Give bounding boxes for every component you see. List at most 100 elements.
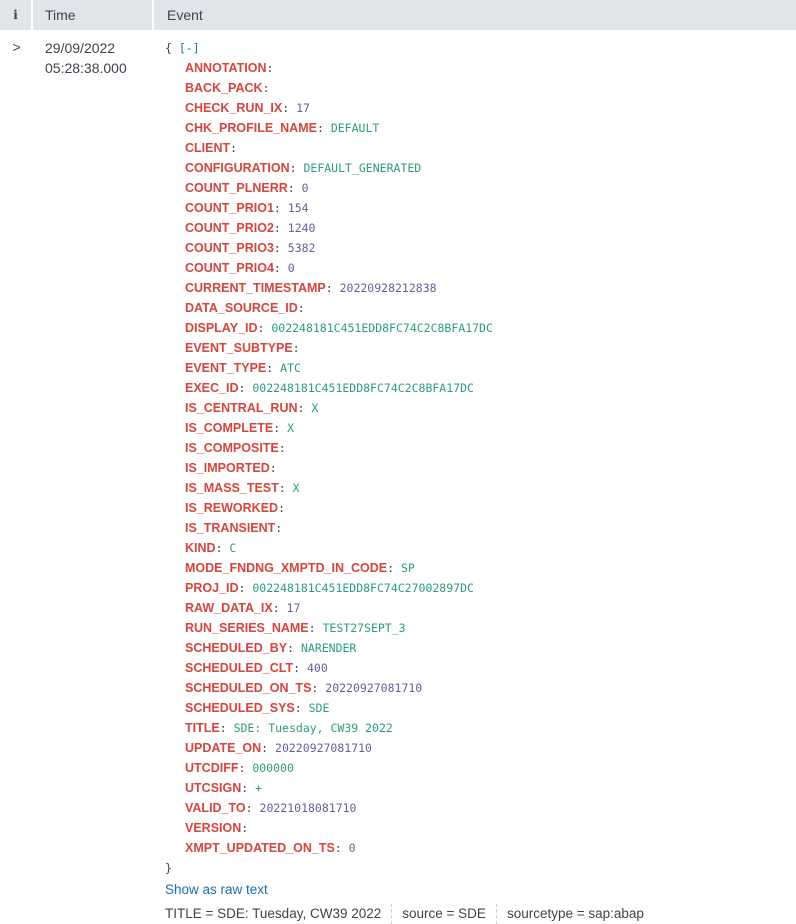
json-field-key[interactable]: SCHEDULED_SYS (185, 701, 295, 715)
json-colon: : (238, 581, 253, 595)
json-field-value[interactable]: SDE: Tuesday, CW39 2022 (233, 721, 393, 735)
json-field-row: UTCDIFF: 000000 (165, 758, 796, 778)
json-field-row: VERSION: (165, 818, 796, 838)
json-field-value[interactable]: 002248181C451EDD8FC74C2C8BFA17DC (271, 321, 493, 335)
json-field-key[interactable]: SCHEDULED_BY (185, 641, 288, 655)
json-field-key[interactable]: PROJ_ID (185, 581, 239, 595)
json-field-value[interactable]: 17 (286, 601, 301, 615)
expand-row-chevron-icon[interactable]: > (12, 39, 21, 55)
json-field-key[interactable]: CHK_PROFILE_NAME (185, 121, 317, 135)
json-field-value[interactable]: 002248181C451EDD8FC74C2C8BFA17DC (252, 381, 474, 395)
json-field-value[interactable]: 5382 (287, 241, 316, 255)
json-field-key[interactable]: XMPT_UPDATED_ON_TS (185, 841, 335, 855)
json-field-row: IS_REWORKED: (165, 498, 796, 518)
json-field-value[interactable]: 0 (348, 841, 356, 855)
json-field-row: SCHEDULED_SYS: SDE (165, 698, 796, 718)
json-field-value[interactable]: 17 (296, 101, 310, 115)
json-field-key[interactable]: UTCDIFF (185, 761, 239, 775)
json-field-value[interactable]: 400 (306, 661, 328, 675)
json-field-row: SCHEDULED_BY: NARENDER (165, 638, 796, 658)
json-field-key[interactable]: VALID_TO (185, 801, 246, 815)
json-field-value[interactable]: DEFAULT (330, 121, 380, 135)
json-field-key[interactable]: VERSION (185, 821, 242, 835)
show-as-raw-text-link[interactable]: Show as raw text (165, 882, 268, 897)
json-field-key[interactable]: SCHEDULED_CLT (185, 661, 294, 675)
json-field-value[interactable]: 20220928212838 (339, 281, 437, 295)
json-field-key[interactable]: COUNT_PRIO3 (185, 241, 274, 255)
json-field-value[interactable]: X (292, 481, 300, 495)
json-field-key[interactable]: EXEC_ID (185, 381, 239, 395)
json-field-value[interactable]: 0 (301, 181, 309, 195)
info-column-header[interactable]: i (0, 0, 33, 30)
selected-field-source[interactable]: source = SDE (391, 904, 496, 924)
json-field-row: CLIENT: (165, 138, 796, 158)
json-field-key[interactable]: DISPLAY_ID (185, 321, 258, 335)
collapse-json-toggle[interactable]: [-] (178, 41, 200, 55)
json-field-value[interactable]: C (229, 541, 237, 555)
field-name: sourcetype (506, 906, 573, 921)
json-field-key[interactable]: IS_COMPOSITE (185, 441, 279, 455)
event-row: > 29/09/2022 05:28:38.000 { [-] ANNOTATI… (0, 30, 796, 924)
json-field-key[interactable]: BACK_PACK (185, 81, 263, 95)
json-field-value[interactable]: 000000 (252, 761, 294, 775)
json-field-key[interactable]: MODE_FNDNG_XMPTD_IN_CODE (185, 561, 388, 575)
json-field-key[interactable]: COUNT_PRIO4 (185, 261, 274, 275)
json-field-value[interactable]: X (311, 401, 319, 415)
equals-sign: = (572, 906, 589, 921)
json-field-key[interactable]: IS_IMPORTED (185, 461, 270, 475)
json-field-row: TITLE: SDE: Tuesday, CW39 2022 (165, 718, 796, 738)
json-field-value[interactable]: 1240 (287, 221, 316, 235)
selected-field-sourcetype[interactable]: sourcetype = sap:abap (495, 904, 654, 924)
json-field-key[interactable]: IS_CENTRAL_RUN (185, 401, 298, 415)
json-colon: : (287, 641, 301, 655)
json-field-key[interactable]: UTCSIGN (185, 781, 242, 795)
json-field-key[interactable]: TITLE (185, 721, 220, 735)
json-field-key[interactable]: CLIENT (185, 141, 231, 155)
json-field-value[interactable]: 20220927081710 (325, 681, 423, 695)
json-field-key[interactable]: CONFIGURATION (185, 161, 290, 175)
json-field-key[interactable]: EVENT_TYPE (185, 361, 267, 375)
time-column-header[interactable]: Time (33, 0, 154, 30)
json-field-value[interactable]: DEFAULT_GENERATED (303, 161, 422, 175)
json-field-key[interactable]: IS_COMPLETE (185, 421, 274, 435)
json-field-key[interactable]: UPDATE_ON (185, 741, 262, 755)
json-field-key[interactable]: ANNOTATION (185, 61, 267, 75)
json-colon: : (262, 81, 270, 95)
json-field-value[interactable]: SDE (308, 701, 330, 715)
json-field-key[interactable]: DATA_SOURCE_ID (185, 301, 298, 315)
field-value: SDE: Tuesday, CW39 2022 (217, 906, 382, 921)
json-field-row: IS_IMPORTED: (165, 458, 796, 478)
json-field-key[interactable]: COUNT_PRIO1 (185, 201, 274, 215)
json-field-value[interactable]: NARENDER (300, 641, 357, 655)
json-field-key[interactable]: CHECK_RUN_IX (185, 101, 283, 115)
json-field-value[interactable]: 0 (287, 261, 295, 275)
json-field-key[interactable]: CURRENT_TIMESTAMP (185, 281, 326, 295)
json-field-row: RUN_SERIES_NAME: TEST27SEPT_3 (165, 618, 796, 638)
json-field-value[interactable]: X (287, 421, 295, 435)
json-colon: : (316, 121, 331, 135)
json-field-key[interactable]: RAW_DATA_IX (185, 601, 273, 615)
json-field-key[interactable]: KIND (185, 541, 216, 555)
json-field-value[interactable]: ATC (280, 361, 301, 375)
json-field-value[interactable]: 20221018081710 (259, 801, 357, 815)
json-field-row: IS_CENTRAL_RUN: X (165, 398, 796, 418)
json-field-key[interactable]: IS_TRANSIENT (185, 521, 276, 535)
json-field-key[interactable]: RUN_SERIES_NAME (185, 621, 309, 635)
json-field-key[interactable]: IS_REWORKED (185, 501, 279, 515)
json-field-value[interactable]: 154 (287, 201, 309, 215)
json-field-key[interactable]: IS_MASS_TEST (185, 481, 279, 495)
json-field-value[interactable]: 002248181C451EDD8FC74C27002897DC (252, 581, 474, 595)
json-field-key[interactable]: COUNT_PLNERR (185, 181, 288, 195)
json-field-key[interactable]: SCHEDULED_ON_TS (185, 681, 312, 695)
json-field-key[interactable]: COUNT_PRIO2 (185, 221, 274, 235)
event-time: 05:28:38.000 (45, 60, 127, 76)
json-field-value[interactable]: TEST27SEPT_3 (322, 621, 406, 635)
json-field-value[interactable]: + (255, 781, 263, 795)
field-name: source (402, 906, 443, 921)
json-field-key[interactable]: EVENT_SUBTYPE (185, 341, 293, 355)
selected-field-title[interactable]: TITLE = SDE: Tuesday, CW39 2022 (165, 904, 391, 924)
json-colon: : (238, 761, 253, 775)
json-field-value[interactable]: SP (400, 561, 415, 575)
json-colon: : (297, 301, 305, 315)
json-field-value[interactable]: 20220927081710 (275, 741, 372, 755)
